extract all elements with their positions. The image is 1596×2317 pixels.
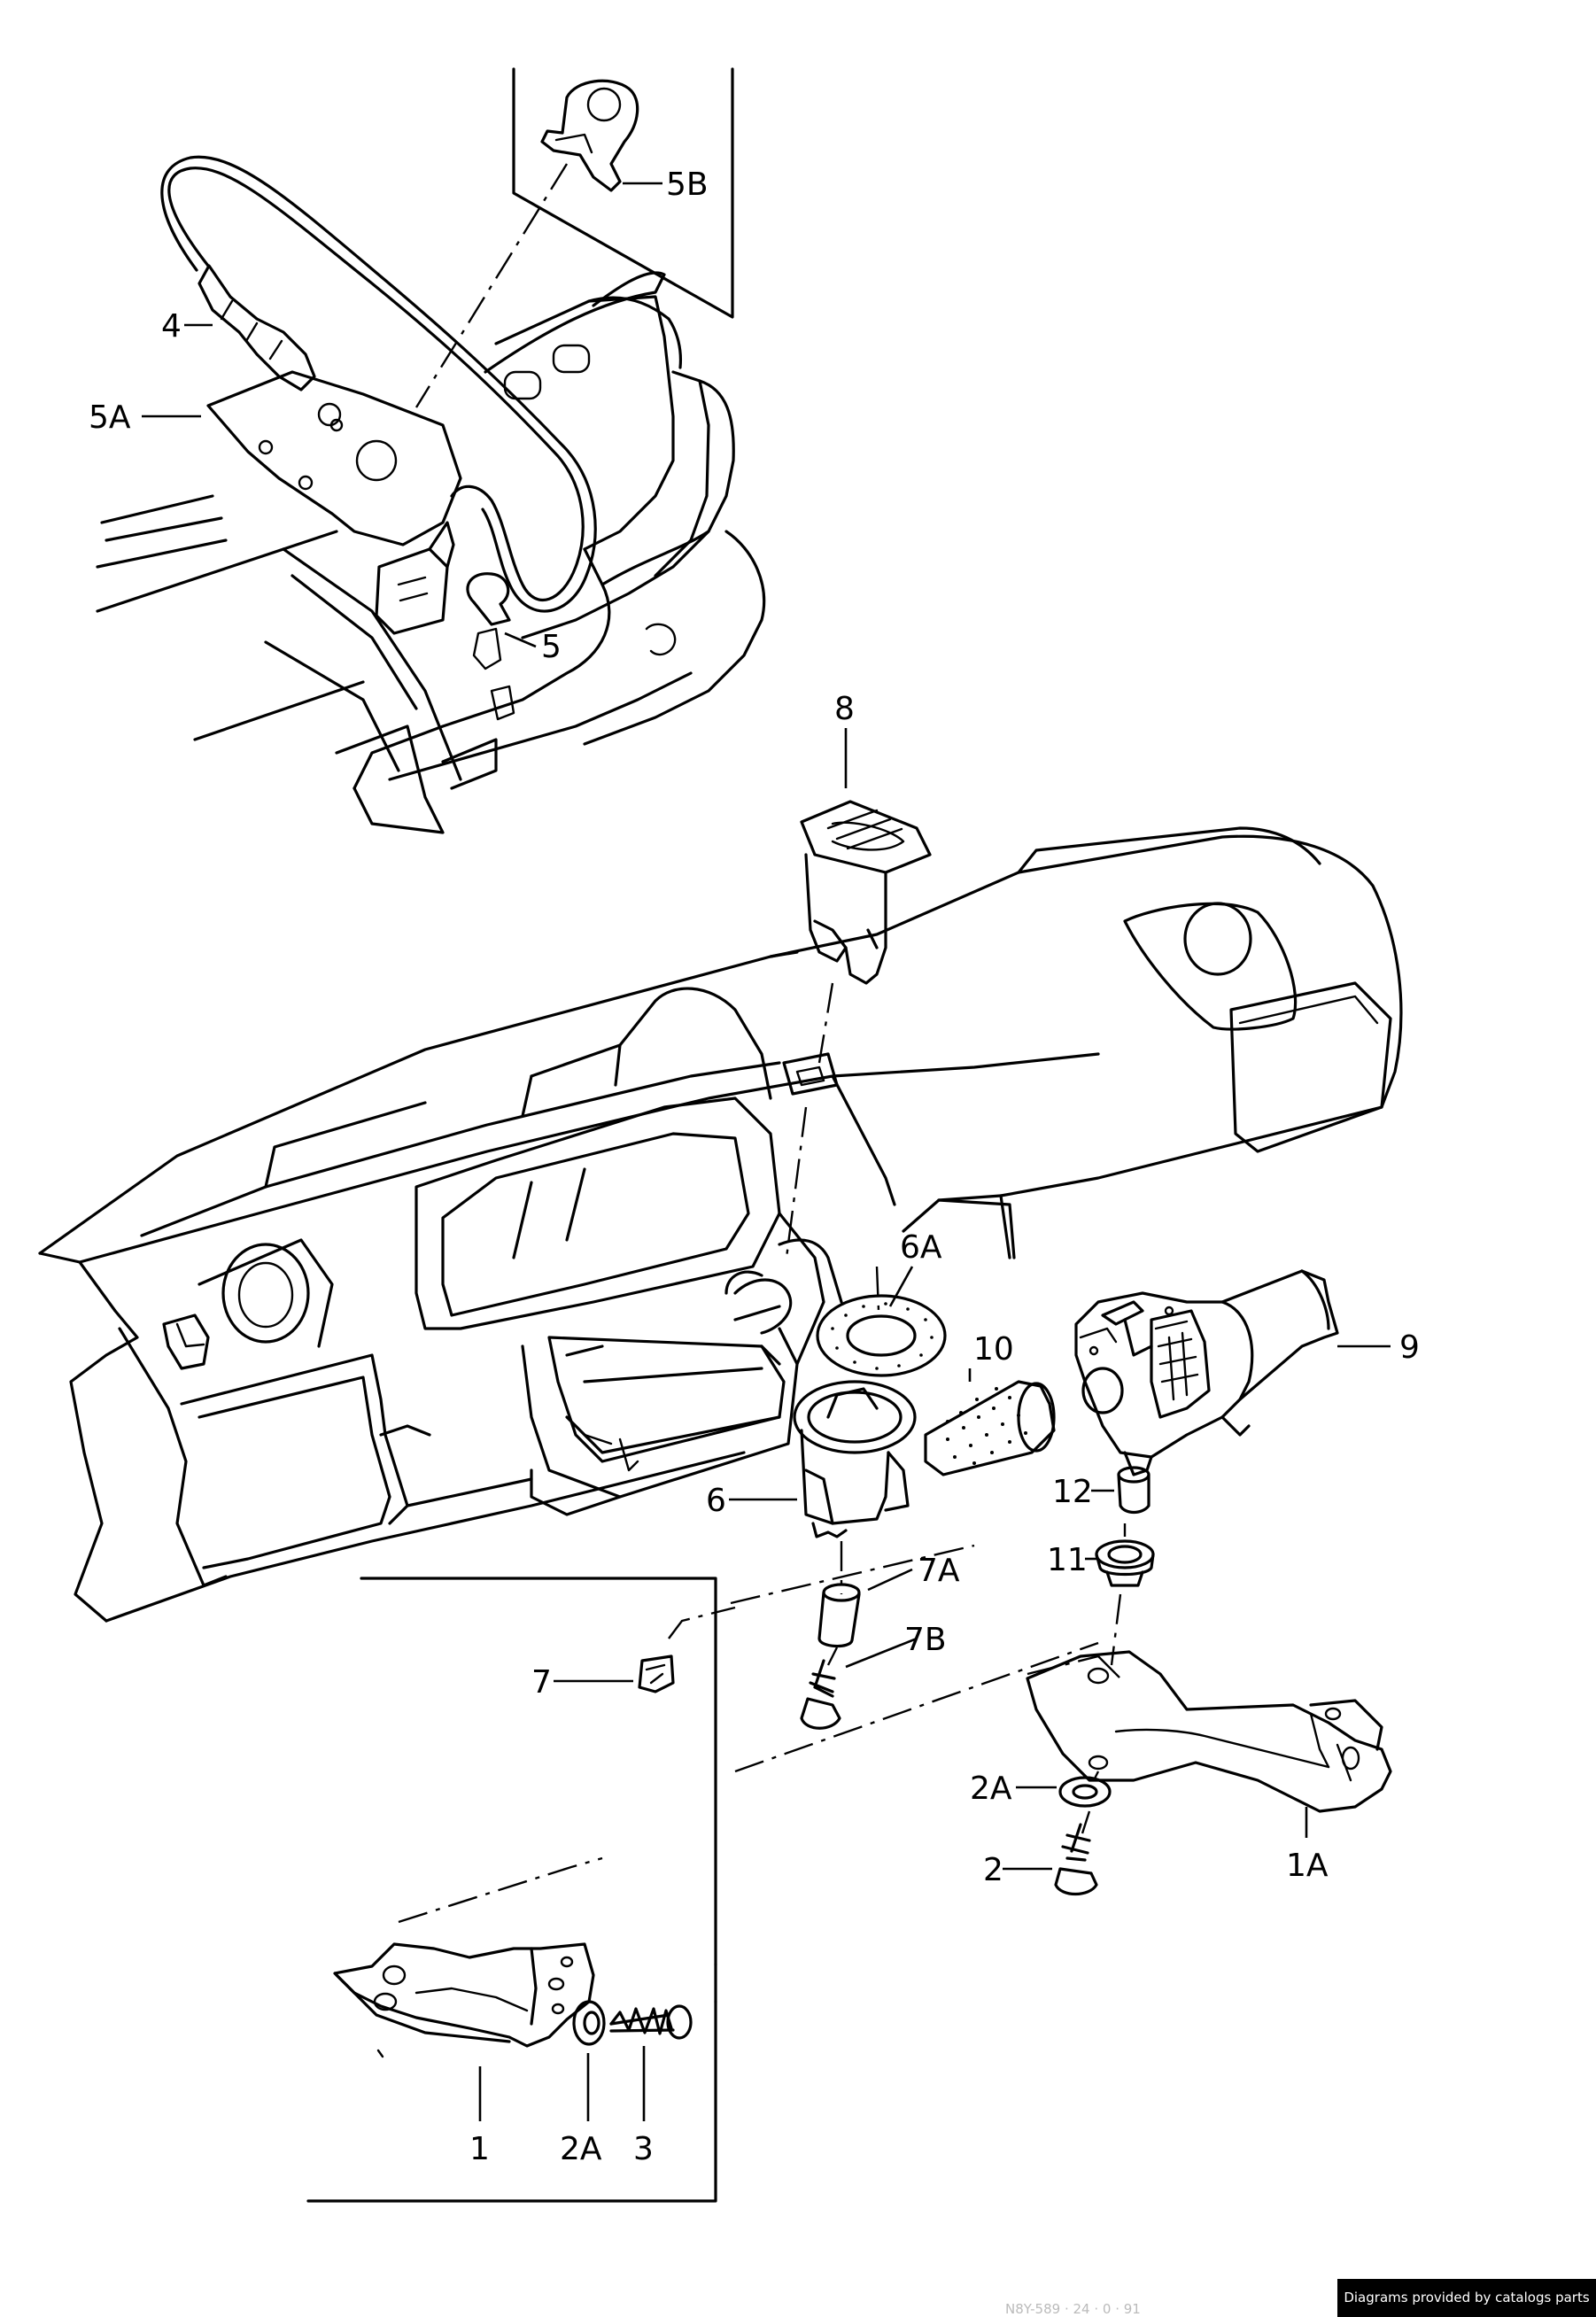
part-2a-bottom-washer bbox=[572, 2000, 606, 2046]
callout-2a-right: 2A bbox=[970, 1771, 1012, 1807]
assembly-line-5b bbox=[414, 163, 569, 408]
bracket-5a bbox=[206, 370, 462, 546]
part-6a-ring bbox=[816, 1266, 947, 1377]
part-3-screw bbox=[609, 2004, 693, 2040]
callout-11: 11 bbox=[1047, 1542, 1088, 1578]
part-8-insert bbox=[782, 800, 932, 1259]
document-code: N8Y-589 · 24 · 0 · 91 bbox=[1005, 2301, 1141, 2317]
callout-7b: 7B bbox=[904, 1622, 947, 1658]
center-storage bbox=[547, 1336, 786, 1463]
clip-5b-hole bbox=[586, 87, 622, 122]
callout-7: 7 bbox=[531, 1664, 552, 1701]
callout-10: 10 bbox=[973, 1331, 1014, 1368]
cable-plug-4 bbox=[198, 264, 316, 391]
callout-5b: 5B bbox=[666, 167, 709, 203]
left-switch bbox=[162, 1313, 210, 1370]
speedo-cable-4 bbox=[167, 167, 585, 601]
callout-6a: 6A bbox=[900, 1229, 942, 1266]
credit-badge: Diagrams provided by catalogs parts bbox=[1337, 2279, 1596, 2317]
part-1a-bracket bbox=[1026, 1650, 1392, 1813]
clip-5b bbox=[540, 79, 639, 192]
part-2a-right-washer bbox=[1058, 1776, 1112, 1808]
part-7b-screw bbox=[800, 1647, 841, 1730]
clip-5 bbox=[466, 572, 511, 626]
inset-frame-bottom bbox=[306, 1577, 717, 2203]
callout-4: 4 bbox=[161, 308, 182, 345]
right-air-vent bbox=[1123, 902, 1298, 1031]
dashdot-frame-1 bbox=[730, 1544, 975, 1605]
part-2-right-screw bbox=[1054, 1810, 1098, 1896]
callout-6: 6 bbox=[706, 1483, 726, 1519]
callout-1a: 1A bbox=[1286, 1848, 1329, 1884]
part-7-clip bbox=[638, 1606, 736, 1693]
callout-5a: 5A bbox=[89, 399, 131, 436]
callout-1: 1 bbox=[469, 2131, 490, 2167]
part-10-lighter bbox=[924, 1380, 1056, 1476]
instrument-cluster bbox=[414, 1097, 781, 1330]
dash-top-contour bbox=[38, 834, 1403, 1255]
leader-lines bbox=[142, 182, 1391, 2121]
dashboard bbox=[38, 826, 1403, 1623]
callout-9: 9 bbox=[1399, 1329, 1420, 1366]
top-inset-detail bbox=[96, 67, 766, 834]
callout-2-right: 2 bbox=[983, 1852, 1003, 1888]
part-11-grommet bbox=[1095, 1523, 1155, 1666]
part-9-motor bbox=[1074, 1269, 1339, 1476]
part-1-bracket bbox=[333, 1856, 603, 2058]
left-air-vent bbox=[221, 1243, 310, 1344]
callout-3: 3 bbox=[633, 2131, 654, 2167]
callout-12: 12 bbox=[1052, 1474, 1093, 1510]
callout-5: 5 bbox=[541, 629, 562, 665]
upper-dash-outline bbox=[484, 271, 666, 374]
callout-2a-bottom: 2A bbox=[560, 2131, 602, 2167]
inset-frame-5b bbox=[512, 67, 734, 319]
part-6-socket bbox=[793, 1380, 917, 1594]
callout-7a: 7A bbox=[918, 1553, 960, 1589]
callout-8: 8 bbox=[834, 691, 855, 727]
part-7a-spacer bbox=[817, 1583, 861, 1648]
part-12-bush bbox=[1117, 1466, 1151, 1515]
mount-8 bbox=[782, 1052, 839, 1096]
relay-box bbox=[375, 547, 449, 635]
callout-labels: 5B 4 5A 5 8 6A 10 9 12 6 11 7A 7 7B 2A 2… bbox=[89, 167, 1420, 2167]
